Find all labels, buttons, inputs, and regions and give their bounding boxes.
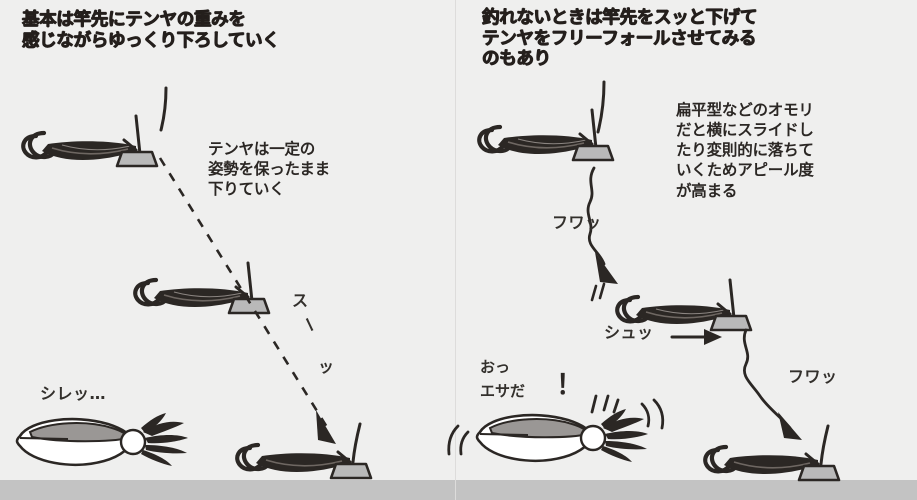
right-squid-exclamation: ！: [556, 370, 583, 401]
left-squid-speech: シレッ…: [40, 384, 107, 403]
sfx-su-dash: ー: [297, 313, 322, 337]
panel-divider: [455, 0, 456, 500]
left-panel-note: テンヤは一定の 姿勢を保ったまま 下りていく: [208, 140, 330, 198]
left-panel-title: 基本は竿先にテンヤの重みを 感じながらゆっくり下ろしていく: [22, 10, 280, 51]
sfx-su-small-tsu: ッ: [318, 357, 335, 376]
sfx-shu: シュッ: [604, 323, 654, 342]
seafloor-band: [0, 480, 917, 500]
sfx-fuwa-1: フワッ: [552, 213, 602, 232]
right-panel-note: 扁平型などのオモリ だと横にスライドし たり変則的に落ちて いくためアピール度 …: [676, 101, 814, 200]
right-panel-title: 釣れないときは竿先をスッと下げて テンヤをフリーフォールさせてみる のもあり: [482, 8, 758, 70]
sfx-fuwa-2: フワッ: [788, 367, 838, 386]
right-squid-speech-line1: おっ: [480, 358, 511, 376]
right-squid-speech-line2: エサだ: [480, 382, 526, 400]
sfx-su: ス: [292, 291, 309, 310]
